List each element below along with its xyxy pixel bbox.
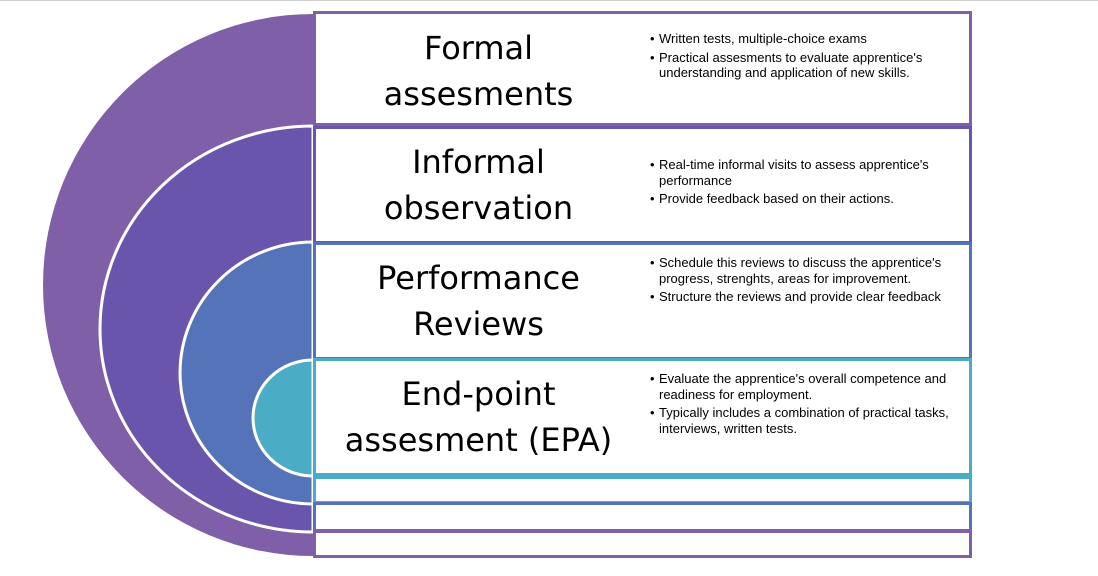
- row-title: Formal assesments: [316, 25, 641, 117]
- title-line: assesments: [383, 75, 574, 113]
- title-line: assesment (EPA): [344, 421, 613, 459]
- empty-row-1: [313, 476, 972, 504]
- bullet-item: Typically includes a combination of prac…: [648, 405, 970, 436]
- bullet-item: Structure the reviews and provide clear …: [648, 289, 970, 305]
- row-title: Informal observation: [316, 139, 641, 231]
- bullet-list: Evaluate the apprentice's overall compet…: [648, 371, 970, 439]
- row-informal-observation: Informal observation Real-time informal …: [313, 126, 972, 244]
- bullet-item: Practical assesments to evaluate apprent…: [648, 50, 970, 81]
- empty-row-2: [313, 502, 972, 532]
- title-line: observation: [383, 189, 574, 227]
- bullet-list: Real-time informal visits to assess appr…: [648, 157, 970, 210]
- title-line: Reviews: [413, 305, 544, 343]
- title-line: Informal: [412, 143, 545, 181]
- title-line: End-point: [401, 375, 556, 413]
- arc-inner: [251, 358, 315, 478]
- row-performance-reviews: Performance Reviews Schedule this review…: [313, 242, 972, 360]
- title-line: Performance: [377, 259, 580, 297]
- bullet-item: Written tests, multiple-choice exams: [648, 31, 970, 47]
- row-title: Performance Reviews: [316, 255, 641, 347]
- bullet-list: Written tests, multiple-choice exams Pra…: [648, 31, 970, 84]
- bullet-item: Real-time informal visits to assess appr…: [648, 157, 970, 188]
- bullet-item: Provide feedback based on their actions.: [648, 191, 970, 207]
- title-line: Formal: [423, 29, 534, 67]
- top-border-line: [0, 0, 1098, 1]
- bullet-list: Schedule this reviews to discuss the app…: [648, 255, 970, 308]
- row-title: End-point assesment (EPA): [316, 371, 641, 463]
- row-end-point-assessment: End-point assesment (EPA) Evaluate the a…: [313, 358, 972, 476]
- row-formal-assessments: Formal assesments Written tests, multipl…: [313, 11, 972, 126]
- empty-row-3: [313, 530, 972, 558]
- bullet-item: Evaluate the apprentice's overall compet…: [648, 371, 970, 402]
- bullet-item: Schedule this reviews to discuss the app…: [648, 255, 970, 286]
